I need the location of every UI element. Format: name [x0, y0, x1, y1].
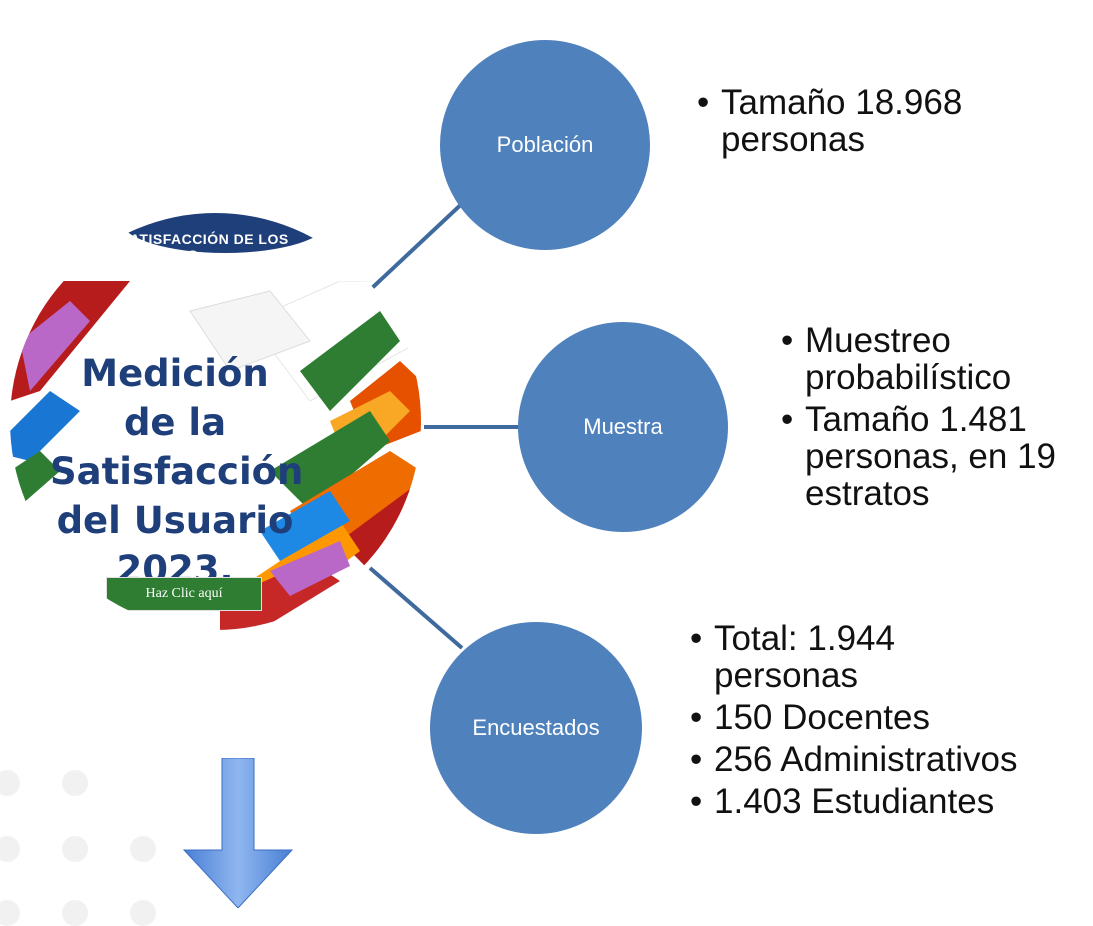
bullet-item: 1.403 Estudiantes [690, 783, 1080, 820]
bullet-item: Total: 1.944 personas [690, 620, 964, 694]
down-arrow-icon [182, 758, 294, 908]
node-poblacion: Población [440, 40, 650, 250]
node-encuestados: Encuestados [430, 622, 642, 834]
encuestados-bullets: Total: 1.944 personas 150 Docentes 256 A… [690, 620, 1080, 825]
node-poblacion-label: Población [496, 132, 594, 157]
colorful-stripes-graphic [10, 281, 421, 630]
connector-encuestados [368, 566, 464, 650]
connector-poblacion [370, 196, 470, 290]
survey-banner: SATISFACCIÓN DE LOS USUARIOS [120, 213, 330, 263]
satisfaction-survey-image[interactable]: SATISFACCIÓN DE LOS USUARIOS Medición de… [10, 213, 421, 630]
poblacion-bullets: Tamaño 18.968 personas [697, 84, 997, 163]
survey-title: Medición de la Satisfacción del Usuario … [50, 352, 304, 591]
bullet-item: 256 Administrativos [690, 741, 1080, 778]
bullet-item: 150 Docentes [690, 699, 1080, 736]
node-muestra-label: Muestra [583, 414, 663, 439]
bullet-item: Muestreo probabilístico [781, 322, 1081, 396]
bullet-item: Tamaño 1.481 personas, en 19 estratos [781, 401, 1081, 512]
click-here-button[interactable]: Haz Clic aquí [106, 577, 262, 611]
node-encuestados-label: Encuestados [472, 715, 600, 740]
muestra-bullets: Muestreo probabilístico Tamaño 1.481 per… [781, 322, 1081, 517]
bullet-item: Tamaño 18.968 personas [697, 84, 997, 158]
node-muestra: Muestra [518, 322, 728, 532]
